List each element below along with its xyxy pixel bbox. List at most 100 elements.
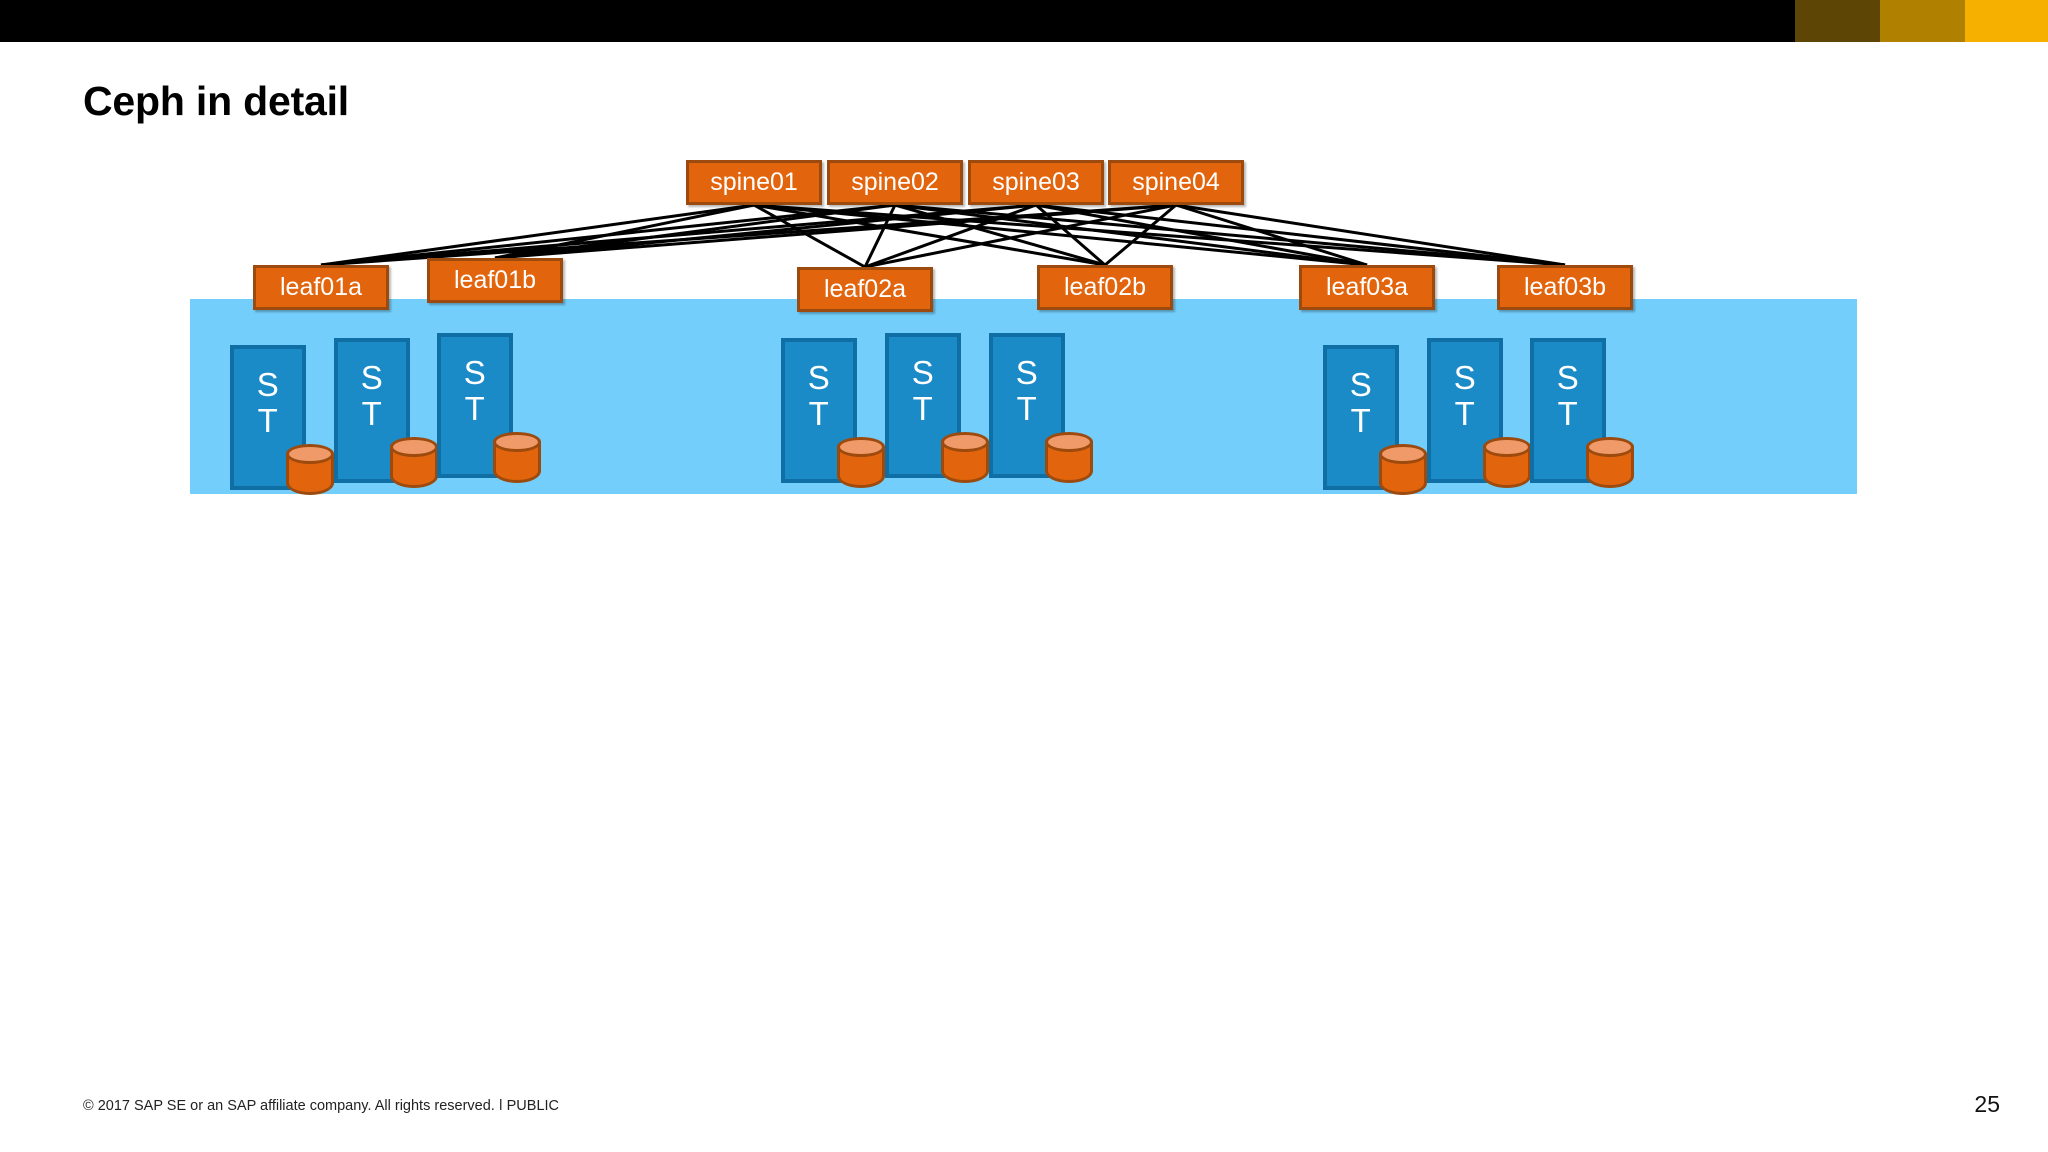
node-letter-bottom: T bbox=[912, 389, 934, 427]
accent-bar-gold-bright-segment bbox=[1965, 0, 2048, 42]
disk-top-ellipse bbox=[1379, 444, 1427, 464]
link-line bbox=[753, 203, 1368, 267]
spine-switch-spine04[interactable]: spine04 bbox=[1108, 160, 1244, 205]
node-letter-bottom: T bbox=[1454, 394, 1476, 432]
node-letter-top: S bbox=[911, 354, 935, 391]
link-line bbox=[1175, 203, 1566, 267]
disk-top-ellipse bbox=[493, 432, 541, 452]
disk-cylinder-icon bbox=[837, 437, 885, 493]
disk-top-ellipse bbox=[1483, 437, 1531, 457]
disk-top-ellipse bbox=[941, 432, 989, 452]
node-letter-top: S bbox=[1453, 359, 1477, 396]
switch-label: leaf03a bbox=[1325, 273, 1409, 301]
link-line bbox=[320, 203, 896, 267]
switch-label: spine02 bbox=[851, 168, 939, 196]
link-line bbox=[494, 203, 1177, 260]
accent-bar-gold-dark-segment bbox=[1795, 0, 1880, 42]
node-letter-bottom: T bbox=[257, 401, 279, 439]
switch-label: spine01 bbox=[710, 168, 798, 196]
node-letter-bottom: T bbox=[1557, 394, 1579, 432]
node-letter-top: S bbox=[807, 359, 831, 396]
link-line bbox=[753, 203, 866, 269]
top-accent-bar bbox=[0, 0, 2048, 42]
footer-copyright: © 2017 SAP SE or an SAP affiliate compan… bbox=[83, 1098, 560, 1114]
leaf-switch-leaf02a[interactable]: leaf02a bbox=[797, 267, 933, 312]
link-line bbox=[864, 203, 1037, 269]
spine-switch-spine02[interactable]: spine02 bbox=[827, 160, 963, 205]
switch-label: leaf01a bbox=[279, 273, 363, 301]
link-line bbox=[864, 203, 1177, 269]
leaf-switch-leaf01a[interactable]: leaf01a bbox=[253, 265, 389, 310]
node-letter-top: S bbox=[1556, 359, 1580, 396]
accent-bar-gold-mid-segment bbox=[1880, 0, 1965, 42]
link-line bbox=[863, 204, 897, 268]
slide-title: Ceph in detail bbox=[83, 78, 350, 124]
link-line bbox=[1035, 203, 1368, 267]
node-letter-bottom: T bbox=[1350, 401, 1372, 439]
link-line bbox=[894, 203, 1566, 267]
node-letter-top: S bbox=[463, 354, 487, 391]
link-line bbox=[1035, 203, 1106, 267]
disk-top-ellipse bbox=[390, 437, 438, 457]
leaf-switch-leaf01b[interactable]: leaf01b bbox=[427, 258, 563, 303]
node-letter-top: S bbox=[1015, 354, 1039, 391]
disk-cylinder-icon bbox=[1045, 432, 1093, 488]
leaf-switch-leaf03a[interactable]: leaf03a bbox=[1299, 265, 1435, 310]
link-line bbox=[320, 203, 755, 267]
node-letter-bottom: T bbox=[464, 389, 486, 427]
node-letter-top: S bbox=[360, 359, 384, 396]
leaf-switch-leaf03b[interactable]: leaf03b bbox=[1497, 265, 1633, 310]
disk-cylinder-icon bbox=[1379, 444, 1427, 500]
disk-cylinder-icon bbox=[390, 437, 438, 493]
node-letter-top: S bbox=[256, 366, 280, 403]
spine-switch-spine03[interactable]: spine03 bbox=[968, 160, 1104, 205]
link-line bbox=[894, 203, 1368, 267]
link-line bbox=[494, 203, 755, 260]
disk-top-ellipse bbox=[286, 444, 334, 464]
disk-cylinder-icon bbox=[493, 432, 541, 488]
switch-label: spine04 bbox=[1132, 168, 1220, 196]
link-line bbox=[894, 203, 1106, 267]
link-line bbox=[1104, 203, 1177, 267]
link-line bbox=[320, 203, 1177, 267]
node-letter-bottom: T bbox=[361, 394, 383, 432]
node-letter-bottom: T bbox=[808, 394, 830, 432]
switch-label: leaf03b bbox=[1523, 273, 1607, 301]
link-line bbox=[494, 203, 1037, 260]
switch-label: spine03 bbox=[992, 168, 1080, 196]
link-line bbox=[753, 203, 1566, 267]
switch-label: leaf02b bbox=[1063, 273, 1147, 301]
disk-cylinder-icon bbox=[1586, 437, 1634, 493]
switch-label: leaf01b bbox=[453, 266, 537, 294]
link-line bbox=[753, 203, 1106, 267]
node-letter-top: S bbox=[1349, 366, 1373, 403]
disk-top-ellipse bbox=[837, 437, 885, 457]
disk-cylinder-icon bbox=[1483, 437, 1531, 493]
spine-switch-spine01[interactable]: spine01 bbox=[686, 160, 822, 205]
link-line bbox=[320, 203, 1037, 267]
disk-top-ellipse bbox=[1045, 432, 1093, 452]
footer-page-number: 25 bbox=[1974, 1091, 2000, 1117]
link-line bbox=[1175, 203, 1368, 267]
link-line bbox=[1035, 203, 1566, 267]
disk-cylinder-icon bbox=[941, 432, 989, 488]
leaf-switch-leaf02b[interactable]: leaf02b bbox=[1037, 265, 1173, 310]
disk-top-ellipse bbox=[1586, 437, 1634, 457]
